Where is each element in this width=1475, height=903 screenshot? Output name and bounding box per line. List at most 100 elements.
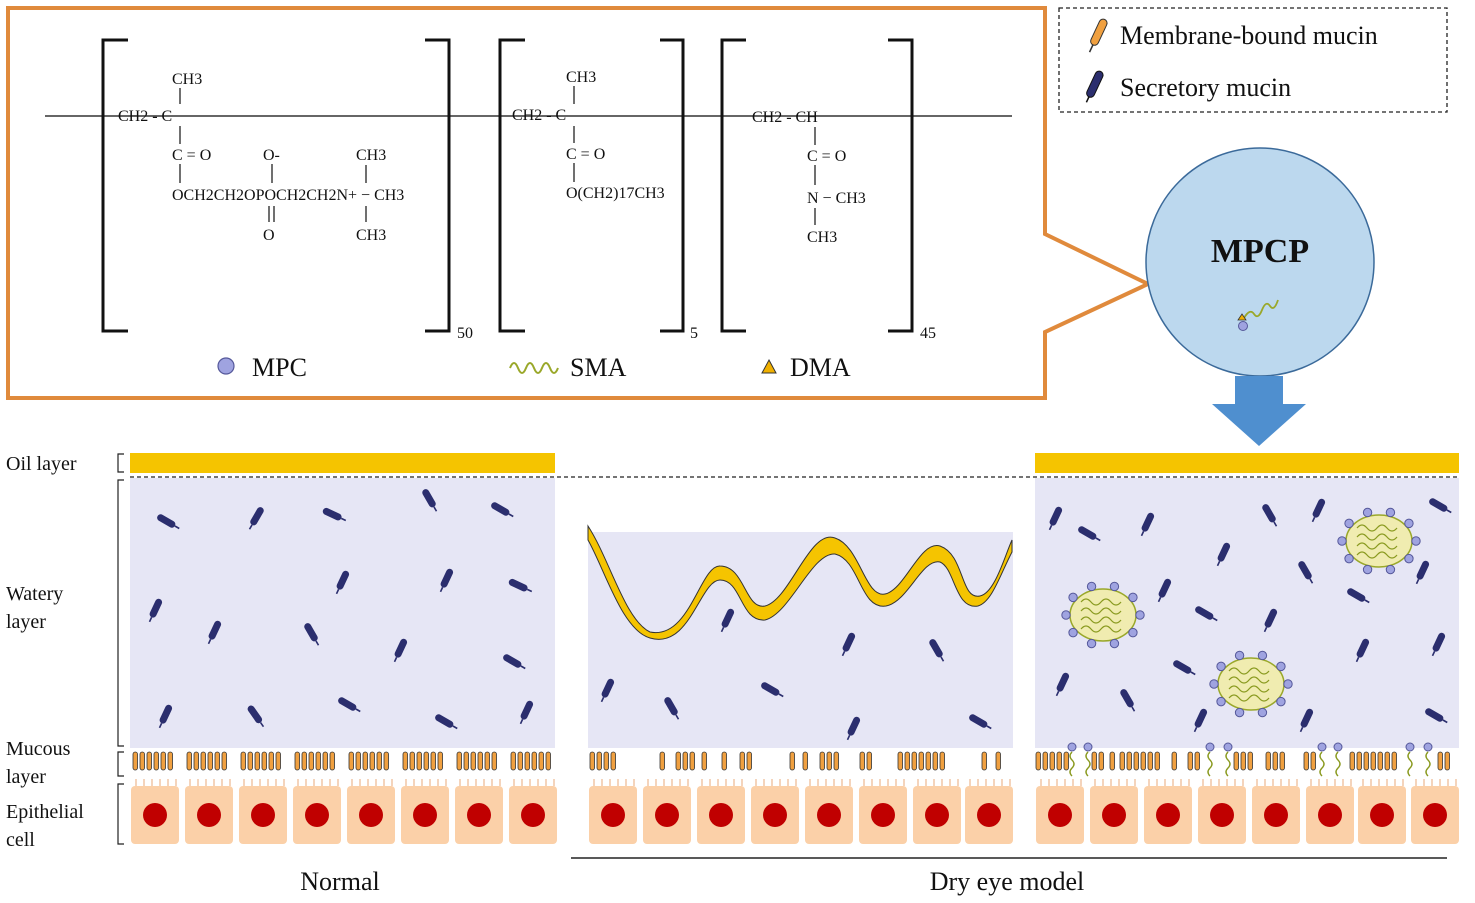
membrane-bound-mucin xyxy=(1109,751,1115,771)
adsorbed-polymer xyxy=(1333,742,1343,777)
secretory-mucin xyxy=(1431,632,1446,657)
secretory-mucin xyxy=(393,638,408,663)
secretory-mucin xyxy=(422,489,438,512)
membrane-bound-mucin xyxy=(1126,751,1132,771)
epithelial-cell xyxy=(1411,779,1459,844)
membrane-bound-mucin xyxy=(826,751,832,771)
membrane-bound-mucin xyxy=(819,751,825,771)
membrane-bound-mucin xyxy=(603,751,609,771)
secretory-mucin xyxy=(1140,512,1155,537)
membrane-bound-mucin xyxy=(1444,751,1450,771)
epithelial-cell xyxy=(1090,779,1138,844)
mpc-o-bottom: O xyxy=(263,227,275,244)
epithelial-cell xyxy=(859,779,907,844)
membrane-bound-mucin xyxy=(545,751,551,771)
membrane-bound-mucin xyxy=(376,751,382,771)
epithelial-cell xyxy=(239,779,287,844)
mucous-layer xyxy=(132,751,1450,771)
membrane-bound-mucin xyxy=(221,751,227,771)
sma-backbone-unit: CH2 - C xyxy=(512,107,566,124)
secretory-mucin xyxy=(247,705,265,728)
membrane-bound-mucin xyxy=(1154,751,1160,771)
secretory-mucin xyxy=(1193,708,1208,733)
membrane-bound-mucin xyxy=(1056,751,1062,771)
dma-legend-icon xyxy=(761,358,777,374)
secretory-mucin xyxy=(929,639,945,662)
epithelial-cell xyxy=(589,779,637,844)
epithelial-cell xyxy=(697,779,745,844)
membrane-bound-mucin-label: Membrane-bound mucin xyxy=(1120,21,1378,50)
membrane-bound-mucin xyxy=(1049,751,1055,771)
membrane-bound-mucin xyxy=(240,751,246,771)
epithelial-cell xyxy=(751,779,799,844)
mucous-layer-label-line1: Mucous xyxy=(6,738,71,760)
membrane-bound-mucin xyxy=(463,751,469,771)
mpc-ch3-n-top: CH3 xyxy=(356,147,386,164)
mpcp-nanoparticle xyxy=(1209,650,1293,718)
secretory-mucin xyxy=(157,514,180,530)
mpc-ch3-n-bottom: CH3 xyxy=(356,227,386,244)
mpcp-nanoparticle xyxy=(1061,581,1145,649)
membrane-bound-mucin xyxy=(918,751,924,771)
epithelial-cell xyxy=(805,779,853,844)
membrane-bound-mucin xyxy=(470,751,476,771)
membrane-bound-mucin xyxy=(167,751,173,771)
epithelial-cell xyxy=(1358,779,1406,844)
secretory-mucin xyxy=(491,502,514,518)
membrane-bound-mucin xyxy=(859,751,865,771)
mpcp-mpc-icon xyxy=(1238,321,1248,331)
secretory-mucins xyxy=(148,489,1452,741)
membrane-bound-mucin xyxy=(721,751,727,771)
secretory-mucin xyxy=(761,682,784,698)
epithelial-cell xyxy=(1036,779,1084,844)
epithelial-cell xyxy=(293,779,341,844)
secretory-mucin xyxy=(969,714,992,730)
membrane-bound-mucin xyxy=(477,751,483,771)
epithelial-cell xyxy=(1252,779,1300,844)
membrane-bound-mucin xyxy=(1391,751,1397,771)
membrane-bound-mucin xyxy=(348,751,354,771)
epithelial-cell xyxy=(347,779,395,844)
membrane-bound-mucin xyxy=(524,751,530,771)
secretory-mucin xyxy=(148,598,163,623)
mpc-bonds xyxy=(179,86,816,225)
oil-layer-dry-eye-disrupted xyxy=(587,524,1013,640)
membrane-bound-mucin xyxy=(383,751,389,771)
secretory-mucin xyxy=(1055,672,1070,697)
oil-layer-label: Oil layer xyxy=(6,453,77,475)
sma-ch3-top: CH3 xyxy=(566,69,596,86)
epithelial-cells xyxy=(131,779,1459,844)
membrane-bound-mucin xyxy=(939,751,945,771)
dma-backbone-unit: CH2 - CH xyxy=(752,109,818,126)
membrane-bound-mucin xyxy=(301,751,307,771)
membrane-bound-mucin xyxy=(682,751,688,771)
membrane-bound-mucin xyxy=(322,751,328,771)
membrane-bound-mucin xyxy=(904,751,910,771)
membrane-bound-mucin xyxy=(1233,751,1239,771)
adsorbed-polymers xyxy=(1067,742,1433,777)
sma-side-chain: O(CH2)17CH3 xyxy=(566,185,665,202)
membrane-bound-mucin xyxy=(659,751,665,771)
epithelial-cell-label-line2: cell xyxy=(6,829,35,851)
epithelial-cell xyxy=(643,779,691,844)
membrane-bound-mucin xyxy=(1384,751,1390,771)
membrane-bound-mucin xyxy=(1349,751,1355,771)
epithelial-cell xyxy=(1198,779,1246,844)
membrane-bound-mucin xyxy=(1171,751,1177,771)
membrane-bound-mucin xyxy=(1091,751,1097,771)
dry-eye-evaporated-zone xyxy=(588,478,1013,532)
dma-amine: N − CH3 xyxy=(807,190,866,207)
membrane-bound-mucin xyxy=(1265,751,1271,771)
membrane-bound-mucin xyxy=(531,751,537,771)
epithelial-cell xyxy=(131,779,179,844)
secretory-mucin xyxy=(439,568,454,593)
membrane-bound-mucin xyxy=(308,751,314,771)
adsorbed-polymer xyxy=(1405,742,1415,777)
membrane-bound-mucin xyxy=(1133,751,1139,771)
secretory-mucin xyxy=(1173,660,1196,676)
membrane-bound-mucin xyxy=(911,751,917,771)
secretory-mucin-icon xyxy=(1085,70,1104,103)
membrane-bound-mucin xyxy=(897,751,903,771)
epithelial-cell-bracket xyxy=(117,783,124,845)
membrane-bound-mucin xyxy=(214,751,220,771)
